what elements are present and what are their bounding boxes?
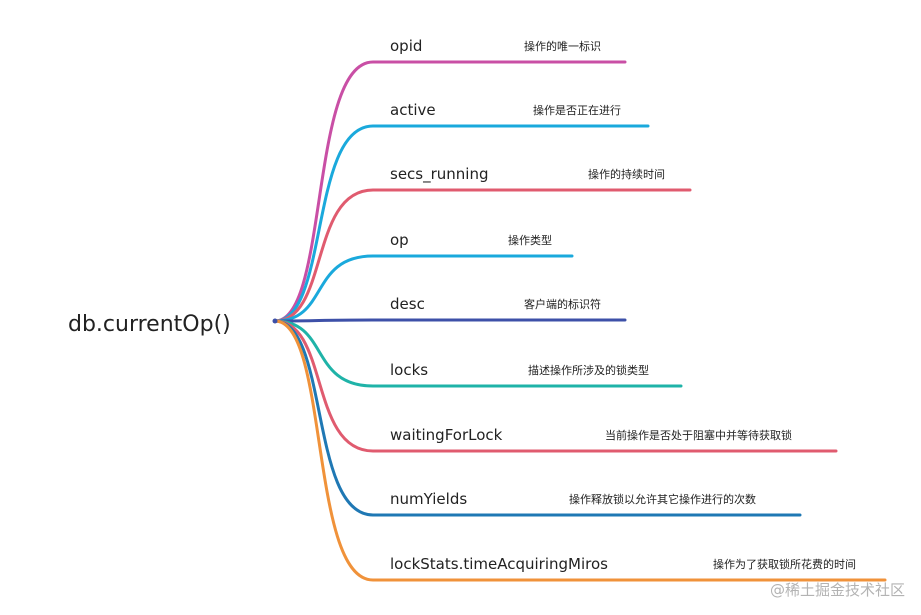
branch-label-8: numYields (390, 490, 467, 508)
branch-description-3: 操作的持续时间 (588, 167, 665, 181)
node-layer: opid 操作的唯一标识 active 操作是否正在进行 secs_running 操作的… (390, 37, 856, 573)
branch-line-7 (273, 319, 838, 453)
branch-description-7: 当前操作是否处于阻塞中并等待获取锁 (605, 428, 792, 442)
branch-line-2 (273, 124, 650, 323)
branch-label-1: opid (390, 37, 422, 55)
branch-line-4 (273, 254, 574, 323)
root-node-label: db.currentOp() (68, 312, 231, 337)
branch-description-6: 描述操作所涉及的锁类型 (528, 363, 649, 377)
branch-label-3: secs_running (390, 165, 489, 184)
branch-description-5: 客户端的标识符 (524, 297, 601, 311)
branch-line-5 (273, 318, 627, 323)
branch-line-8 (273, 319, 802, 517)
branch-description-8: 操作释放锁以允许其它操作进行的次数 (569, 492, 756, 506)
branch-label-7: waitingForLock (390, 426, 503, 444)
branch-label-6: locks (390, 361, 428, 379)
branch-label-9: lockStats.timeAcquiringMiros (390, 555, 608, 573)
branch-line-3 (273, 188, 692, 323)
branch-description-9: 操作为了获取锁所花费的时间 (713, 557, 856, 571)
branch-line-9 (273, 319, 887, 582)
root-connector-dot (272, 318, 278, 324)
branch-description-1: 操作的唯一标识 (524, 39, 601, 53)
branch-line-1 (273, 60, 627, 323)
branch-line-6 (273, 319, 683, 388)
watermark-text: @稀土掘金技术社区 (770, 581, 905, 599)
branch-label-2: active (390, 101, 436, 119)
branch-description-4: 操作类型 (508, 233, 552, 247)
branch-description-2: 操作是否正在进行 (533, 103, 621, 117)
branch-label-5: desc (390, 295, 425, 313)
branch-label-4: op (390, 231, 409, 249)
branch-layer (272, 60, 887, 582)
